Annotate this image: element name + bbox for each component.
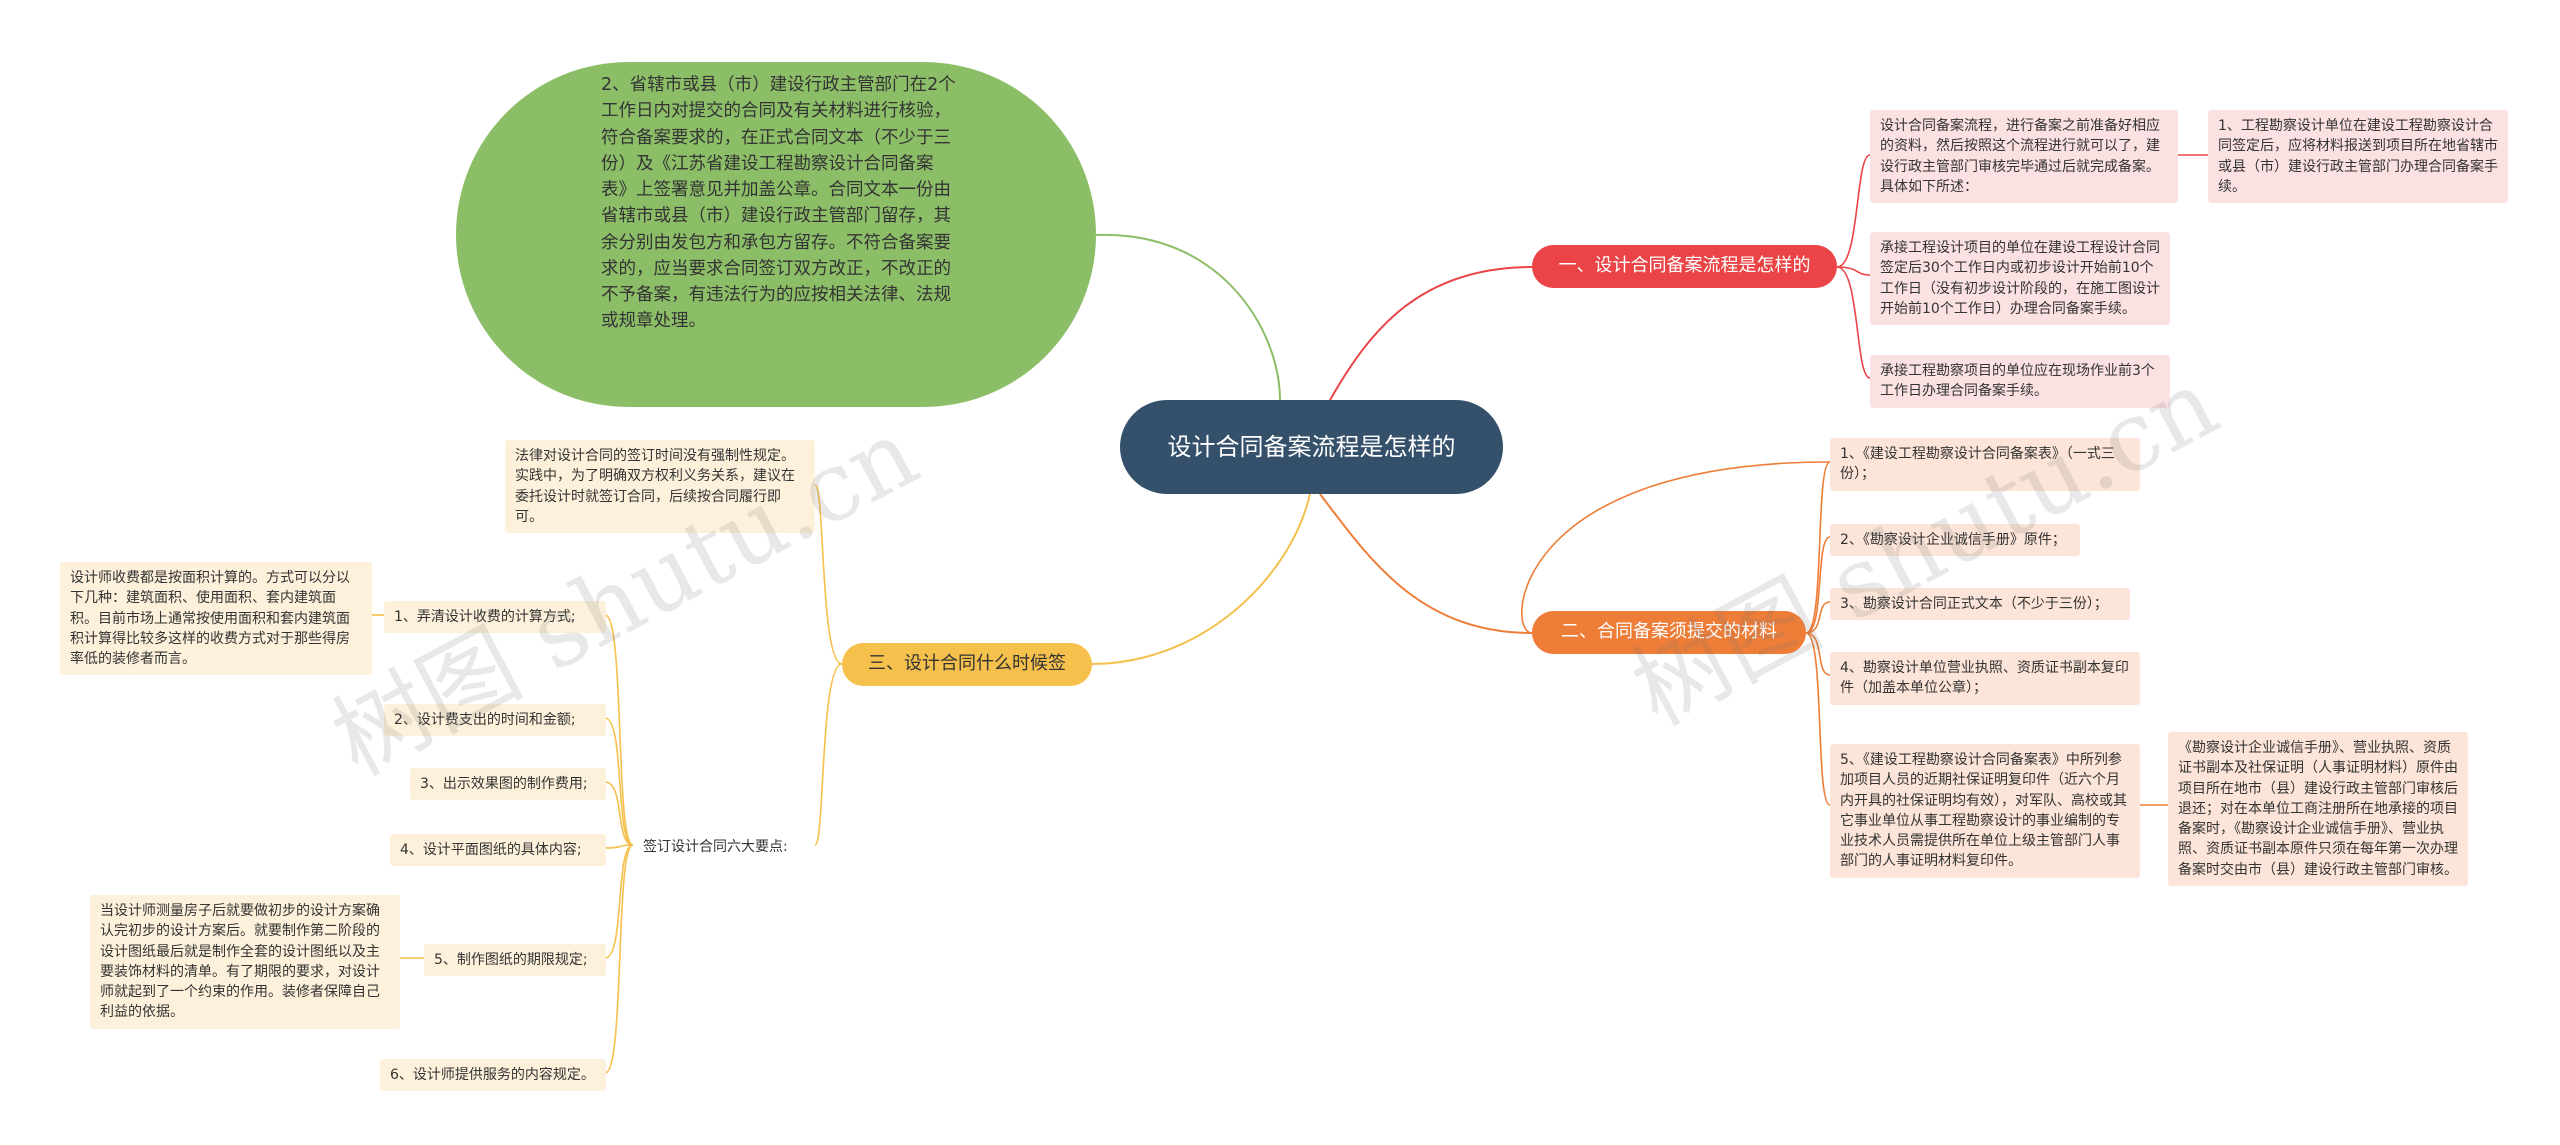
branch1-intro-child: 1、工程勘察设计单位在建设工程勘察设计合同签定后，应将材料报送到项目所在地省辖市… — [2208, 110, 2508, 204]
branch1-item-3: 承接工程勘察项目的单位应在现场作业前3个工作日办理合同备案手续。 — [1870, 355, 2170, 408]
point-5: 5、制作图纸的期限规定; — [424, 944, 606, 977]
branch1-item-2: 承接工程设计项目的单位在建设工程设计合同签定后30个工作日内或初步设计开始前10… — [1870, 232, 2170, 326]
branch-2[interactable]: 二、合同备案须提交的材料 — [1532, 611, 1806, 654]
root-topic[interactable]: 设计合同备案流程是怎样的 — [1120, 400, 1503, 494]
branch2-item-4: 4、勘察设计单位营业执照、资质证书副本复印件（加盖本单位公章）； — [1830, 652, 2140, 705]
point-6: 6、设计师提供服务的内容规定。 — [380, 1059, 606, 1092]
branch2-item-1: 1、《建设工程勘察设计合同备案表》（一式三份）； — [1830, 438, 2140, 491]
branch-1[interactable]: 一、设计合同备案流程是怎样的 — [1532, 245, 1837, 288]
point-2: 2、设计费支出的时间和金额; — [384, 704, 606, 737]
branch1-intro: 设计合同备案流程，进行备案之前准备好相应的资料，然后按照这个流程进行就可以了，建… — [1870, 110, 2178, 204]
point-5-child: 当设计师测量房子后就要做初步的设计方案确认完初步的设计方案后。就要制作第二阶段的… — [90, 895, 400, 1029]
branch-3[interactable]: 三、设计合同什么时候签 — [842, 643, 1092, 686]
branch2-item-5-child: 《勘察设计企业诚信手册》、营业执照、资质证书副本及社保证明（人事证明材料）原件由… — [2168, 732, 2468, 887]
branch2-item-3: 3、勘察设计合同正式文本（不少于三份）； — [1830, 588, 2130, 621]
point-1: 1、弄清设计收费的计算方式; — [384, 601, 606, 634]
branch2-item-5: 5、《建设工程勘察设计合同备案表》中所列参加项目人员的近期社保证明复印件（近六个… — [1830, 744, 2140, 878]
branch2-item-2: 2、《勘察设计企业诚信手册》原件； — [1830, 524, 2080, 557]
point-3: 3、出示效果图的制作费用; — [410, 768, 606, 801]
green-note: 2、省辖市或县（市）建设行政主管部门在2个工作日内对提交的合同及有关材料进行核验… — [456, 62, 1096, 407]
branch3-law-note: 法律对设计合同的签订时间没有强制性规定。实践中，为了明确双方权利义务关系，建议在… — [505, 440, 815, 534]
point-1-child: 设计师收费都是按面积计算的。方式可以分以下几种：建筑面积、使用面积、套内建筑面积… — [60, 562, 372, 676]
branch3-six-points: 签订设计合同六大要点: — [643, 839, 788, 855]
point-4: 4、设计平面图纸的具体内容; — [390, 834, 606, 867]
